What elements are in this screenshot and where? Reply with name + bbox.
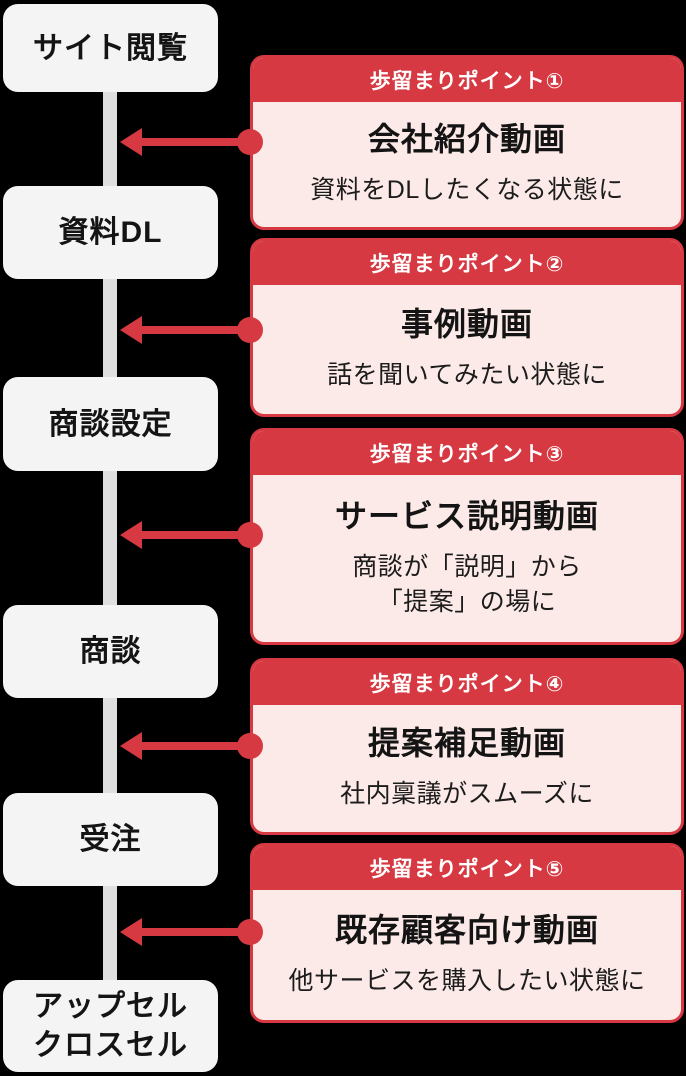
arrow-left-icon xyxy=(120,732,142,760)
arrow-shaft xyxy=(136,326,251,334)
stage-order: 受注 xyxy=(3,793,218,886)
stage-label: 商談設定 xyxy=(48,407,173,441)
video-title: サービス説明動画 xyxy=(334,497,599,534)
video-title: 事例動画 xyxy=(400,306,533,343)
arrow-origin-dot xyxy=(237,317,263,343)
video-description: 話を聞いてみたい状態に xyxy=(327,361,607,390)
retention-point-badge: 歩留まりポイント① xyxy=(253,58,681,102)
retention-point-card-4: 歩留まりポイント④ 提案補足動画 社内稟議がスムーズに xyxy=(250,658,684,835)
stage-document-download: 資料DL xyxy=(3,186,218,279)
arrow-point1-to-funnel xyxy=(120,128,263,156)
card-body: 事例動画 話を聞いてみたい状態に xyxy=(253,285,681,414)
stage-site-browse: サイト閲覧 xyxy=(3,4,218,92)
video-title: 会社紹介動画 xyxy=(367,121,566,158)
card-body: 会社紹介動画 資料をDLしたくなる状態に xyxy=(253,102,681,227)
retention-point-card-5: 歩留まりポイント⑤ 既存顧客向け動画 他サービスを購入したい状態に xyxy=(250,843,684,1023)
arrow-origin-dot xyxy=(237,522,263,548)
video-description: 資料をDLしたくなる状態に xyxy=(310,176,624,205)
retention-point-badge: 歩留まりポイント⑤ xyxy=(253,846,681,890)
arrow-left-icon xyxy=(120,128,142,156)
arrow-shaft xyxy=(136,928,251,936)
retention-point-card-1: 歩留まりポイント① 会社紹介動画 資料をDLしたくなる状態に xyxy=(250,55,684,230)
retention-point-badge: 歩留まりポイント④ xyxy=(253,661,681,705)
arrow-point4-to-funnel xyxy=(120,732,263,760)
video-title: 提案補足動画 xyxy=(367,725,566,762)
stage-meeting-setup: 商談設定 xyxy=(3,377,218,471)
funnel-connector-line xyxy=(103,46,117,1024)
stage-upsell-cross-sell: アップセル クロスセル xyxy=(3,980,218,1072)
arrow-origin-dot xyxy=(237,733,263,759)
video-description: 他サービスを購入したい状態に xyxy=(288,966,646,995)
arrow-shaft xyxy=(136,138,251,146)
card-body: 提案補足動画 社内稟議がスムーズに xyxy=(253,705,681,832)
arrow-left-icon xyxy=(120,521,142,549)
stage-label: アップセル クロスセル xyxy=(33,990,188,1062)
stage-label: 商談 xyxy=(79,635,142,668)
card-body: サービス説明動画 商談が「説明」から 「提案」の場に xyxy=(253,475,681,642)
retention-point-card-2: 歩留まりポイント② 事例動画 話を聞いてみたい状態に xyxy=(250,238,684,417)
arrow-origin-dot xyxy=(237,919,263,945)
stage-meeting: 商談 xyxy=(3,605,218,698)
arrow-point2-to-funnel xyxy=(120,316,263,344)
retention-point-badge: 歩留まりポイント③ xyxy=(253,431,681,475)
arrow-point5-to-funnel xyxy=(120,918,263,946)
arrow-point3-to-funnel xyxy=(120,521,263,549)
arrow-origin-dot xyxy=(237,129,263,155)
arrow-left-icon xyxy=(120,918,142,946)
video-title: 既存顧客向け動画 xyxy=(334,911,599,948)
retention-point-badge: 歩留まりポイント② xyxy=(253,241,681,285)
arrow-left-icon xyxy=(120,316,142,344)
stage-label: サイト閲覧 xyxy=(33,31,188,65)
stage-label: 資料DL xyxy=(58,216,163,249)
video-description: 商談が「説明」から 「提案」の場に xyxy=(352,552,582,617)
video-description: 社内稟議がスムーズに xyxy=(340,780,594,809)
arrow-shaft xyxy=(136,742,251,750)
card-body: 既存顧客向け動画 他サービスを購入したい状態に xyxy=(253,890,681,1020)
stage-label: 受注 xyxy=(79,823,142,856)
retention-point-card-3: 歩留まりポイント③ サービス説明動画 商談が「説明」から 「提案」の場に xyxy=(250,428,684,645)
arrow-shaft xyxy=(136,531,251,539)
